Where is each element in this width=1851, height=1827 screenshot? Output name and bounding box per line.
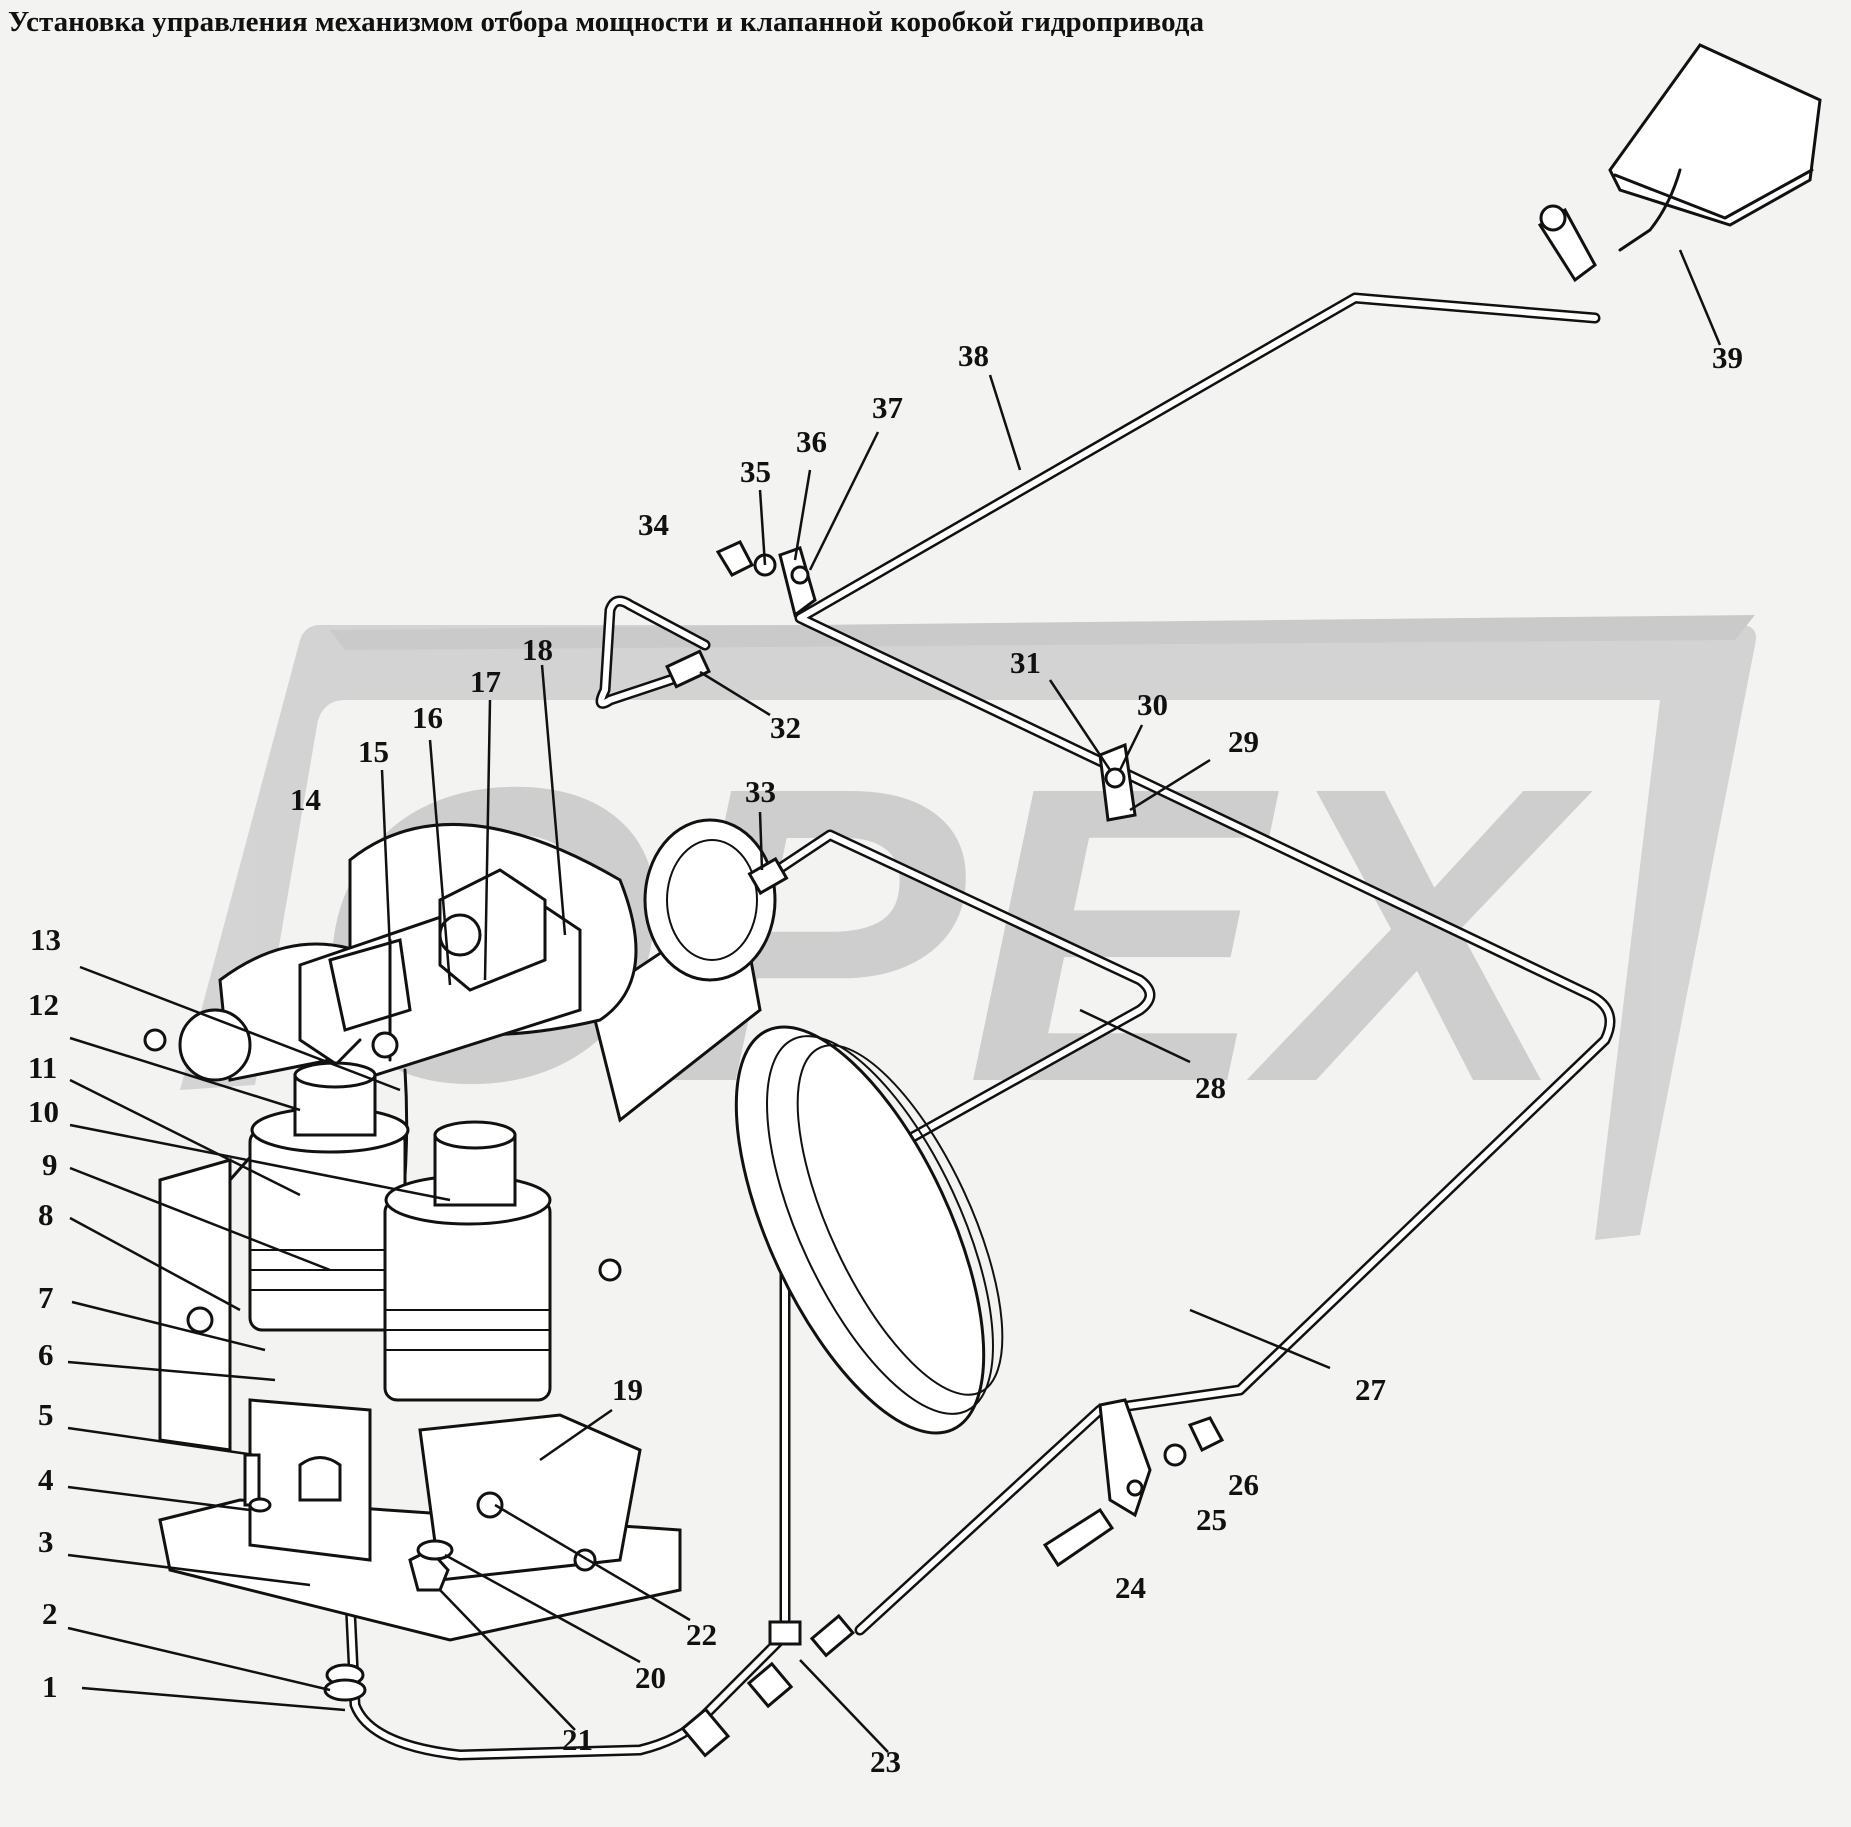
callout-22: 22 — [686, 1617, 717, 1652]
callout-9: 9 — [42, 1147, 58, 1182]
callout-36: 36 — [796, 424, 827, 459]
callout-4: 4 — [38, 1462, 54, 1497]
callout-14: 14 — [290, 782, 321, 817]
callout-31: 31 — [1010, 645, 1041, 680]
callout-29: 29 — [1228, 724, 1259, 759]
clamp-upper — [715, 540, 817, 618]
callout-labels: 1 2 3 4 5 6 7 8 9 10 11 12 13 14 15 16 1… — [28, 338, 1743, 1779]
clamp-middle — [1098, 742, 1137, 822]
callout-19: 19 — [612, 1372, 643, 1407]
callout-32: 32 — [770, 710, 801, 745]
callout-6: 6 — [38, 1337, 54, 1372]
callout-18: 18 — [522, 632, 553, 667]
callout-16: 16 — [412, 700, 443, 735]
callout-11: 11 — [28, 1050, 57, 1085]
callout-27: 27 — [1355, 1372, 1386, 1407]
callout-5: 5 — [38, 1397, 54, 1432]
mounting-base — [158, 1158, 682, 1702]
callout-1: 1 — [42, 1669, 58, 1704]
callout-24: 24 — [1115, 1570, 1146, 1605]
callout-33: 33 — [745, 774, 776, 809]
callout-15: 15 — [358, 734, 389, 769]
callout-26: 26 — [1228, 1467, 1259, 1502]
callout-17: 17 — [470, 664, 501, 699]
callout-23: 23 — [870, 1744, 901, 1779]
callout-12: 12 — [28, 987, 59, 1022]
air-cylinder-left — [248, 1061, 410, 1332]
callout-13: 13 — [30, 922, 61, 957]
callout-28: 28 — [1195, 1070, 1226, 1105]
diagram-title: Установка управления механизмом отбора м… — [8, 6, 1204, 38]
callout-8: 8 — [38, 1197, 54, 1232]
leader-lines — [67, 249, 1722, 1753]
callout-37: 37 — [872, 390, 903, 425]
fittings — [665, 649, 855, 1758]
callout-38: 38 — [958, 338, 989, 373]
callout-10: 10 — [28, 1094, 59, 1129]
cab-bracket — [1537, 43, 1822, 283]
callout-2: 2 — [42, 1596, 58, 1631]
callout-20: 20 — [635, 1660, 666, 1695]
callout-35: 35 — [740, 454, 771, 489]
callout-30: 30 — [1137, 687, 1168, 722]
callout-25: 25 — [1196, 1502, 1227, 1537]
callout-39: 39 — [1712, 340, 1743, 375]
callout-3: 3 — [38, 1524, 54, 1559]
callout-7: 7 — [38, 1280, 54, 1315]
callout-21: 21 — [562, 1722, 593, 1757]
valve-box — [208, 868, 582, 1262]
clamp-lower — [1042, 1398, 1225, 1568]
callout-34: 34 — [638, 507, 669, 542]
air-cylinder-right — [383, 1120, 552, 1402]
